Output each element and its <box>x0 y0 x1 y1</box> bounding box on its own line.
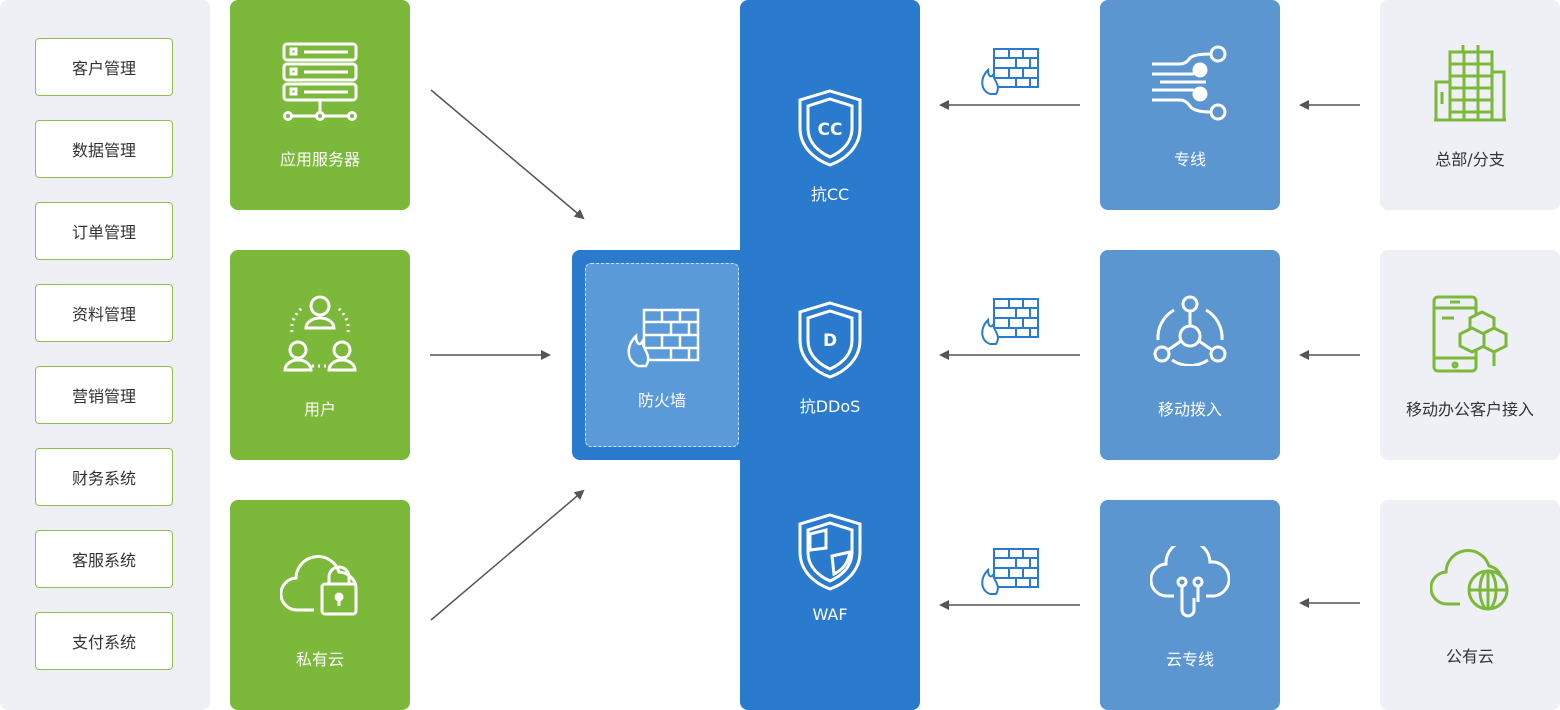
system-item: 订单管理 <box>35 202 173 260</box>
users-icon <box>283 295 357 372</box>
system-item: 支付系统 <box>35 612 173 670</box>
building-icon <box>1434 45 1506 122</box>
security-label: 抗DDoS <box>799 397 861 416</box>
endpoint-mobile-office: 移动办公客户接入 <box>1380 250 1560 460</box>
endpoint-label: 公有云 <box>1445 647 1494 666</box>
security-column <box>740 0 920 710</box>
firewall-small-icon <box>981 48 1039 95</box>
security-label: WAF <box>812 605 848 624</box>
mobile-office-icon <box>1432 295 1508 373</box>
system-item: 数据管理 <box>35 120 173 178</box>
security-label: 抗CC <box>810 185 850 204</box>
link-label: 移动拨入 <box>1157 400 1222 419</box>
svg-text:D: D <box>823 331 837 351</box>
arrow-cloud-to-firewall <box>430 489 585 621</box>
link-dedicated-line: 专线 <box>1100 0 1280 210</box>
system-item: 资料管理 <box>35 284 173 342</box>
firewall-small-icon <box>981 298 1039 345</box>
svg-text:CC: CC <box>818 120 843 140</box>
source-label: 私有云 <box>295 650 344 669</box>
source-label: 应用服务器 <box>279 150 360 169</box>
business-systems-panel: 客户管理 数据管理 订单管理 资料管理 营销管理 财务系统 客服系统 支付系统 <box>0 0 210 710</box>
endpoint-label: 总部/分支 <box>1435 150 1505 169</box>
link-cloud-line: 云专线 <box>1100 500 1280 710</box>
firewall-card: 防火墙 <box>585 263 739 447</box>
endpoint-hq-branch: 总部/分支 <box>1380 0 1560 210</box>
link-label: 专线 <box>1173 150 1206 169</box>
system-item: 营销管理 <box>35 366 173 424</box>
cloud-line-icon <box>1150 546 1230 618</box>
firewall-small-icon <box>981 548 1039 595</box>
system-item: 客服系统 <box>35 530 173 588</box>
endpoint-public-cloud: 公有云 <box>1380 500 1560 710</box>
shield-cc-icon: CC <box>798 89 862 167</box>
dedicated-line-icon <box>1152 45 1227 121</box>
firewall-label: 防火墙 <box>637 391 686 410</box>
system-item: 财务系统 <box>35 448 173 506</box>
source-label: 用户 <box>303 400 336 419</box>
public-cloud-icon <box>1430 549 1509 611</box>
mobile-dial-in-icon <box>1153 295 1227 366</box>
source-app-server: 应用服务器 <box>230 0 410 210</box>
server-icon <box>282 42 358 121</box>
system-item: 客户管理 <box>35 38 173 96</box>
firewall-icon <box>627 308 700 368</box>
source-users: 用户 <box>230 250 410 460</box>
shield-ddos-icon: D <box>798 301 862 379</box>
link-mobile-dial-in: 移动拨入 <box>1100 250 1280 460</box>
endpoint-label: 移动办公客户接入 <box>1405 400 1534 419</box>
link-label: 云专线 <box>1165 650 1214 669</box>
source-private-cloud: 私有云 <box>230 500 410 710</box>
arrow-server-to-firewall <box>430 89 585 220</box>
shield-waf-icon <box>798 513 862 591</box>
private-cloud-lock-icon <box>280 555 358 616</box>
